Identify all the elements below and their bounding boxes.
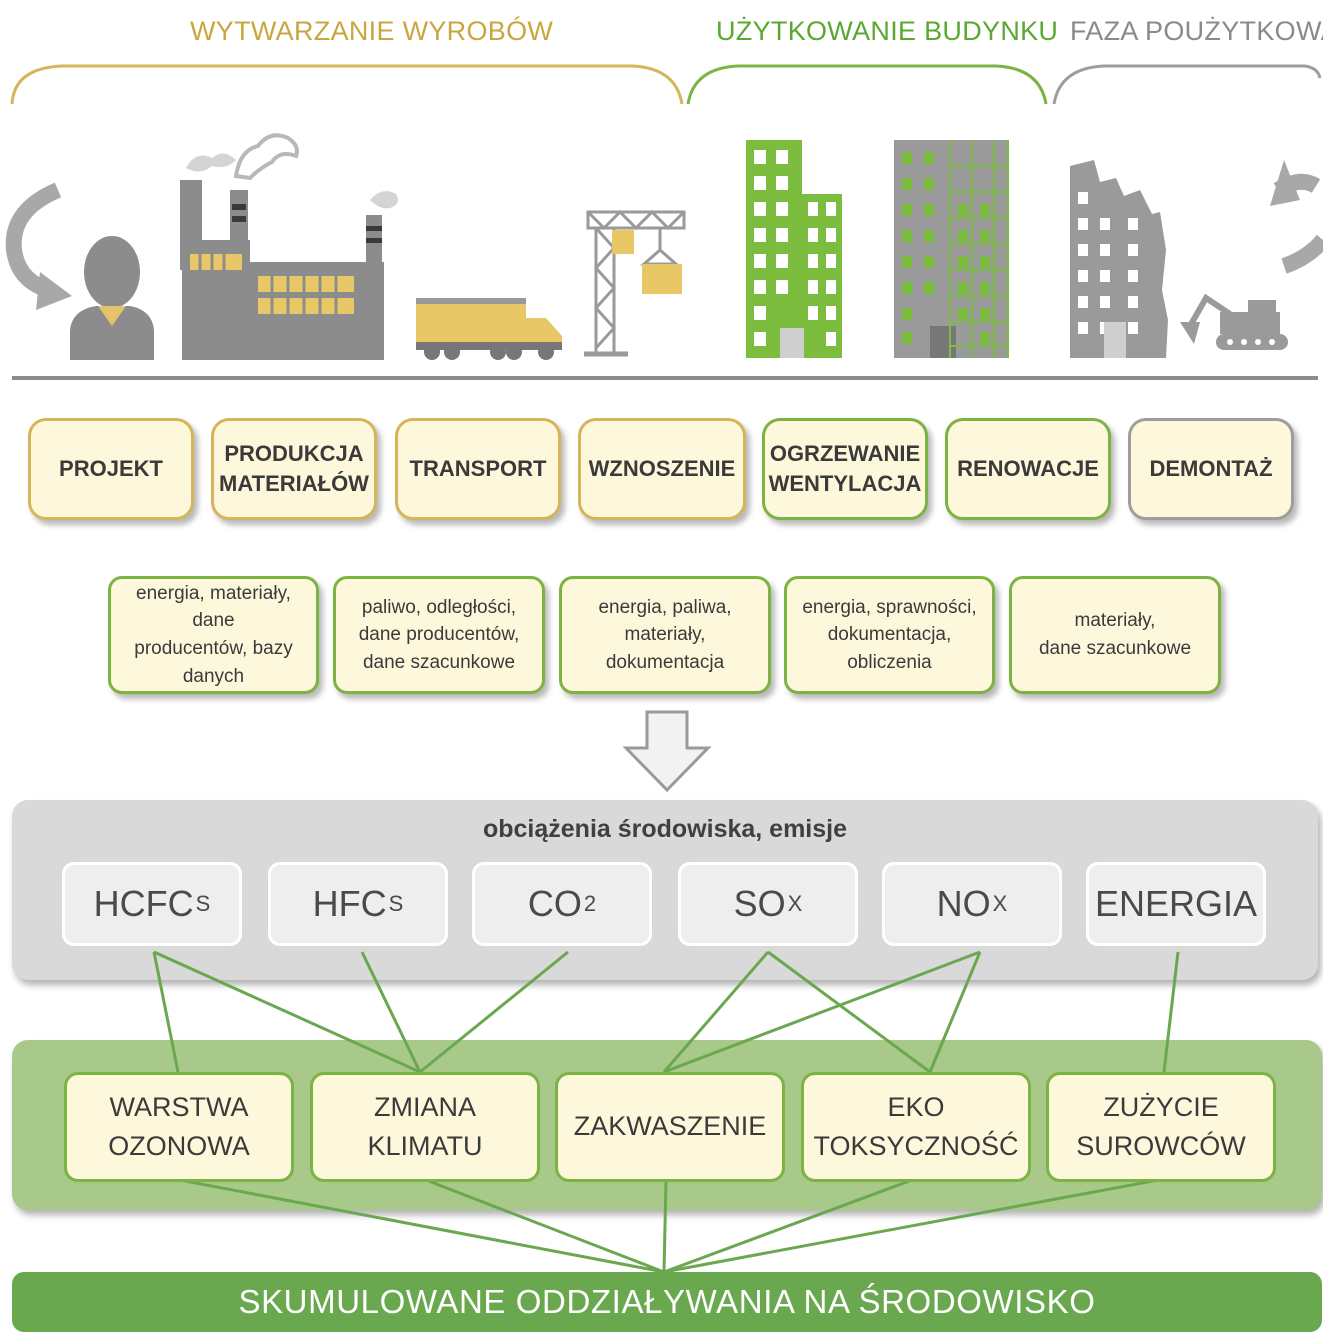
phase-label-end-of-life: FAZA POUŻYTKOWA (1070, 16, 1323, 46)
demolished-building-icon (1070, 160, 1168, 358)
connector-line (663, 1178, 1159, 1274)
connector-line (153, 950, 421, 1074)
emissions-panel-title: obciążenia środowiska, emisje (482, 815, 848, 843)
stage-ogrzewanie-wentylacja: OGRZEWANIE WENTYLACJA (762, 418, 928, 520)
data-box-1: energia, materiały, dane producentów, ba… (108, 576, 319, 694)
phase-label-use: UŻYTKOWANIE BUDYNKU (716, 16, 1059, 46)
impact-ecotoxicity: EKO TOKSYCZNOŚĆ (801, 1072, 1031, 1182)
connector-line (425, 1178, 665, 1274)
impact-climate-change: ZMIANA KLIMATU (310, 1072, 540, 1182)
cumulative-impact-bar: SKUMULOWANE ODDZIAŁYWANIA NA ŚRODOWISKO (12, 1272, 1322, 1332)
ground-line (12, 376, 1318, 380)
connector-line (928, 951, 982, 1073)
phase-brace-end-of-life (1052, 64, 1322, 105)
factory-icon (180, 133, 398, 360)
connector-line (152, 951, 180, 1073)
green-building-icon (746, 140, 842, 358)
stage-produkcja-materialow: PRODUKCJA MATERIAŁÓW (211, 418, 377, 520)
stage-transport: TRANSPORT (395, 418, 561, 520)
crane-icon (584, 209, 686, 357)
emission-energia: ENERGIA (1086, 862, 1266, 946)
stage-demontaz: DEMONTAŻ (1128, 418, 1294, 520)
phase-brace-production (10, 64, 684, 105)
connector-line (767, 950, 931, 1074)
impact-ozone-layer: WARSTWA OZONOWA (64, 1072, 294, 1182)
impact-resource-use: ZUŻYCIE SUROWCÓW (1046, 1072, 1276, 1182)
data-box-4: energia, sprawności, dokumentacja, oblic… (784, 576, 995, 694)
phase-label-production: WYTWARZANIE WYROBÓW (190, 16, 554, 46)
recycle-arrow-left-icon (5, 182, 72, 310)
connector-line (1162, 951, 1180, 1073)
excavator-icon (1180, 293, 1288, 350)
recycle-arrow-right-icon (1270, 160, 1323, 274)
connector-line (663, 1178, 913, 1274)
connector-line (419, 950, 569, 1074)
renovated-building-icon (894, 140, 1009, 358)
data-box-2: paliwo, odległości, dane producentów, da… (333, 576, 545, 694)
cumulative-impact-label: SKUMULOWANE ODDZIAŁYWANIA NA ŚRODOWISKO (238, 1283, 1096, 1320)
crane-load-icon (642, 264, 682, 294)
data-box-3: energia, paliwa, materiały, dokumentacja (559, 576, 771, 694)
connector-line (663, 950, 981, 1074)
connector-line (179, 1178, 665, 1274)
stage-projekt: PROJEKT (28, 418, 194, 520)
data-box-5: materiały, dane szacunkowe (1009, 576, 1221, 694)
connector-line (662, 1179, 668, 1273)
stage-wznoszenie: WZNOSZENIE (578, 418, 746, 520)
lifecycle-illustration (5, 64, 1323, 380)
phase-brace-use (686, 64, 1048, 105)
truck-icon (416, 298, 562, 360)
stage-renowacje: RENOWACJE (945, 418, 1111, 520)
impact-acidification: ZAKWASZENIE (555, 1072, 785, 1182)
person-icon (70, 236, 154, 360)
down-arrow-icon (622, 710, 712, 793)
connector-line (360, 951, 422, 1073)
connector-line (662, 951, 770, 1073)
